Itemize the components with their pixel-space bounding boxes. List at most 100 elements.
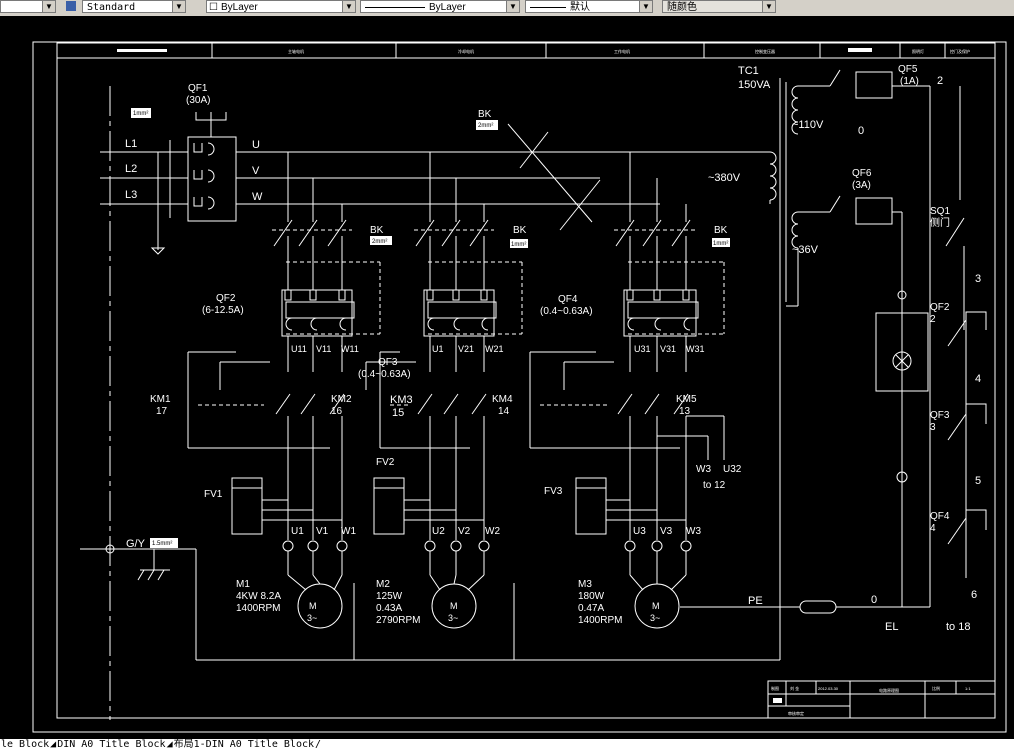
text-style-dropdown[interactable]: Standard▼ (82, 0, 186, 13)
chevron-down-icon[interactable]: ▼ (762, 1, 775, 12)
km4-label: KM4 (492, 394, 513, 405)
layout-tab[interactable]: DIN A0 Title Block (57, 739, 166, 750)
inner-frame (56, 42, 996, 719)
breaker-body (623, 289, 697, 337)
qf1-label: QF1 (188, 83, 208, 94)
wire-number: 6 (971, 589, 977, 601)
motor-terminal-label: U1 (291, 526, 304, 537)
thermal-element (285, 317, 293, 331)
km5-label: KM5 (676, 394, 697, 405)
wire (333, 574, 343, 591)
header-cell: 冷却电机 (458, 48, 474, 54)
plot-style-dropdown[interactable]: 随颜色▼ (662, 0, 776, 13)
phase-l3-label: L3 (125, 189, 137, 201)
thermal-element (654, 317, 662, 331)
terminal-label: V31 (660, 344, 676, 354)
layer-dropdown[interactable]: ▼ (0, 0, 56, 13)
qf2-label: QF2 (216, 293, 236, 304)
motor-terminal-label: V1 (316, 526, 329, 537)
qf3-contact-number: 3 (930, 422, 936, 433)
cross-reference-label: to 18 (946, 621, 970, 633)
wire-number: 4 (975, 373, 981, 385)
svg-text:1mm²: 1mm² (133, 111, 148, 117)
km5-number: 13 (679, 406, 691, 417)
fv3-label: FV3 (544, 486, 563, 497)
motor-terminal-label: V2 (458, 526, 471, 537)
chevron-down-icon[interactable]: ▼ (172, 1, 185, 12)
text-style-icon[interactable] (66, 1, 76, 11)
voltage-36-label: ~36V (792, 244, 819, 256)
m1-label: M1 (236, 579, 250, 590)
chevron-down-icon[interactable]: ▼ (342, 1, 355, 12)
title-cell: 制图 (771, 685, 779, 691)
outer-frame (32, 41, 1007, 733)
wire-size-tag (510, 239, 528, 248)
qf6-rating: (3A) (852, 180, 871, 191)
motor-terminal (651, 540, 663, 552)
breaker-pole (653, 290, 661, 301)
supply-lines (100, 151, 777, 255)
terminal-label: U32 (723, 464, 742, 475)
wire (673, 393, 689, 415)
surge-protector-head (373, 477, 405, 489)
cross-reference-label: to 12 (703, 480, 726, 491)
wire (298, 219, 318, 247)
thermal-element (427, 317, 435, 331)
motor-symbol-text: 3~ (307, 613, 317, 623)
chevron-down-icon[interactable]: ▼ (506, 1, 519, 12)
wire (415, 219, 435, 247)
toolbar-separator (196, 0, 204, 13)
drawing-canvas[interactable]: 主轴电机 冷却电机 工作电机 控制变压器 照明灯 控门及保护 QF1 (30A)… (0, 16, 1014, 738)
wire (642, 219, 662, 247)
terminal-label: W31 (686, 344, 705, 354)
motor-symbol-text: M (309, 601, 317, 611)
wire (287, 574, 307, 591)
title-cell: 2012.03.30 (818, 686, 839, 691)
chevron-down-icon[interactable]: ▼ (639, 1, 652, 12)
color-dropdown[interactable]: ☐ByLayer▼ (206, 0, 356, 13)
color-swatch-icon: ☐ (209, 2, 218, 13)
surge-protector-head (231, 477, 263, 489)
m2-label: M2 (376, 579, 390, 590)
thermal-element (481, 317, 489, 331)
qf3-rating: (0.4~0.63A) (358, 369, 411, 380)
header-cell: 照明灯 (912, 48, 924, 54)
wire (629, 574, 644, 591)
m3-power: 180W (578, 591, 605, 602)
qf3-contact-label: QF3 (930, 410, 950, 421)
qf2-contact-number: 2 (930, 314, 936, 325)
chevron-down-icon[interactable]: ▼ (42, 1, 55, 12)
fv2-label: FV2 (376, 457, 395, 468)
header-cell: 主轴电机 (288, 48, 304, 54)
schematic-drawing[interactable]: 主轴电机 冷却电机 工作电机 控制变压器 照明灯 控门及保护 QF1 (30A)… (0, 16, 1014, 738)
header-title-bar (117, 49, 167, 52)
phase-l1-label: L1 (125, 138, 137, 150)
header-cell: 工作电机 (614, 48, 630, 54)
layout-tab[interactable]: le Block (1, 739, 50, 750)
wire (469, 219, 489, 247)
qf3-label: QF3 (378, 357, 398, 368)
linetype-dropdown[interactable]: ByLayer▼ (360, 0, 520, 13)
layout-tab-bar: le Block◢DIN A0 Title Block◢布局1-DIN A0 T… (0, 738, 1014, 751)
surge-protector (575, 477, 607, 535)
lineweight-dropdown[interactable]: 默认▼ (525, 0, 653, 13)
motor-terminal (450, 540, 462, 552)
title-cell: 刘 金 (790, 685, 799, 691)
surge-protector-head (575, 477, 607, 489)
wire (273, 219, 293, 247)
surge-protector (231, 477, 263, 535)
motor-symbol-text: M (652, 601, 660, 611)
bk-label: BK (478, 109, 492, 120)
wire-size-tag (370, 236, 392, 245)
km4-number: 14 (498, 406, 510, 417)
m2-current: 0.43A (376, 603, 402, 614)
wire (471, 393, 487, 415)
qf5-label: QF5 (898, 64, 918, 75)
layout-tab[interactable]: 布局1-DIN A0 Title Block (173, 739, 315, 750)
title-cell: 审核审定 (788, 710, 804, 716)
qf4-rating: (0.4~0.63A) (540, 306, 593, 317)
svg-text:1mm²: 1mm² (713, 241, 728, 247)
wire-number: 2 (937, 75, 943, 87)
svg-text:2mm²: 2mm² (372, 239, 387, 245)
title-block-mark (773, 698, 782, 703)
